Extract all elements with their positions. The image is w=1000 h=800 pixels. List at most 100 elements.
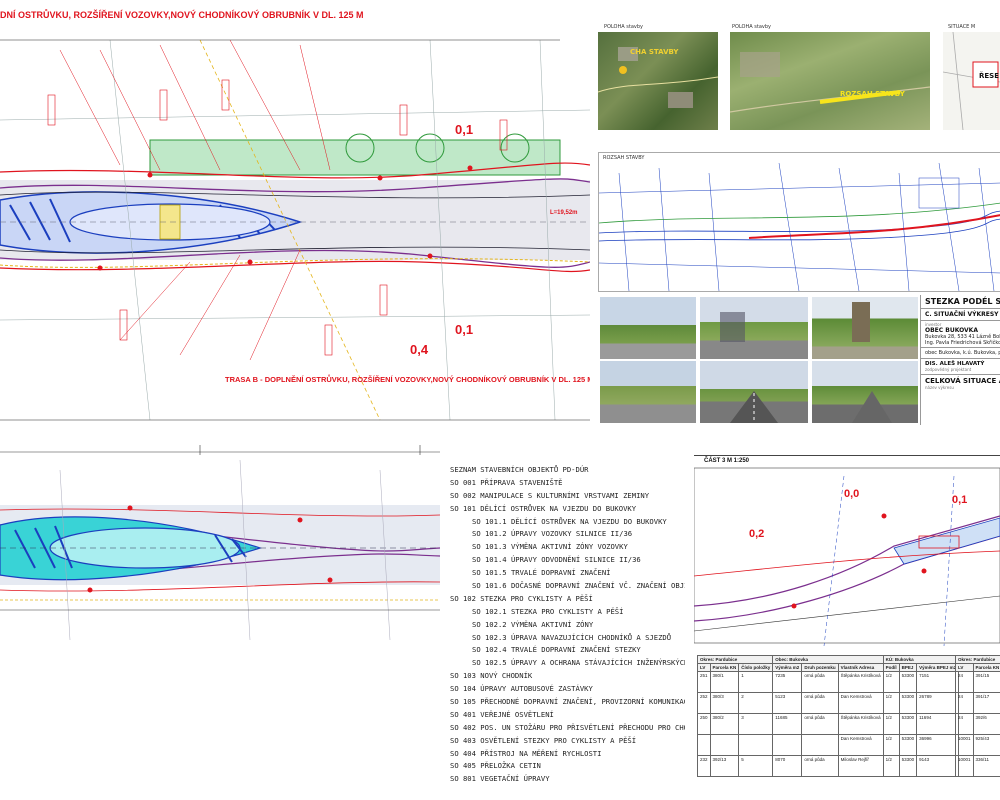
table-cell: [697, 734, 711, 756]
object-item: SO 101.2 ÚPRAVY VOZOVKY SILNICE II/36: [472, 529, 633, 539]
table-column-header: LV: [955, 663, 974, 672]
object-item: SO 401 VEŘEJNÉ OSVĚTLENÍ: [450, 709, 554, 719]
investor-block: investor OBEC BUKOVKA Bukovka 28, 533 41…: [921, 321, 1000, 348]
table-header-cell: Okres: Pardubice: [954, 655, 1000, 664]
location-row: obec Bukovka, k.ú. Bukovka, podél sil: [921, 348, 1000, 359]
plan-sheet-bottom: [0, 440, 440, 640]
photo-3: [812, 297, 918, 359]
table-cell: orná půda: [801, 755, 839, 777]
lane-line: [0, 246, 590, 254]
table-cell: 7151: [916, 671, 960, 693]
table-cell: Miloslav Rejfíř: [837, 755, 884, 777]
table-cell: [801, 734, 839, 756]
object-item: SO 102.3 ÚPRAVA NAVAZUJÍCÍCH CHODNÍKŮ A …: [472, 632, 672, 642]
table-column-header: Výměra BPEJ m2: [916, 663, 960, 672]
author-block: DIS. ALEŠ HLAVATÝ zodpovědný projektant: [921, 359, 1000, 375]
title-block: STEZKA PODÉL SIL. II/36 C. SITUAČNÍ VÝKR…: [920, 295, 1000, 425]
table-cell: 1/2: [882, 671, 900, 693]
plan-title-bottom: TRASA B - DOPLNĚNÍ OSTRŮVKU, ROZŠÍŘENÍ V…: [225, 375, 590, 384]
photo-5: [700, 361, 808, 423]
plan-sheet-part3: ČÁST 3 M 1:250 0,2 0,0 0,1: [694, 455, 1000, 646]
map-label-1: POLOHA stavby: [604, 24, 643, 30]
overview-label: ROZSAH STAVBY: [603, 155, 645, 161]
object-item: SO 102.1 STEZKA PRO CYKLISTY A PĚŠÍ: [472, 606, 624, 616]
table-column-header: BPEJ: [898, 663, 918, 672]
object-item: SO 102.4 TRVALÉ DOPRAVNÍ ZNAČENÍ STEZKY: [472, 645, 641, 655]
table-cell: [709, 734, 740, 756]
object-item: SO 403 OSVĚTLENÍ STEZKY PRO CYKLISTY A P…: [450, 735, 637, 745]
object-item: SO 102.5 ÚPRAVY A OCHRANA STÁVAJÍCÍCH IN…: [472, 658, 685, 668]
object-item: SO 101.6 DOČASNÉ DOPRAVNÍ ZNAČENÍ VČ. ZN…: [472, 581, 685, 591]
plan-value-2: 0,4: [410, 342, 429, 357]
survey-points: [97, 165, 473, 271]
table-header-cell: KÚ: Bukovka: [882, 655, 960, 664]
table-cell: 10001: [955, 755, 974, 777]
site-photos: [598, 295, 920, 425]
table-cell: Dan Kemstrová: [837, 734, 884, 756]
satellite-map-wide: CHA STAVBY: [598, 32, 718, 130]
table-cell: Štěpánka Kristíková: [837, 713, 884, 735]
lane-line: [0, 191, 590, 199]
table-cell: 53300: [898, 692, 918, 714]
part3-header: ČÁST 3 M 1:250: [704, 458, 750, 464]
table-column-header: LV: [697, 663, 711, 672]
object-item: SO 404 PŘÍSTROJ NA MĚŘENÍ RYCHLOSTI: [450, 748, 602, 758]
leader-lines: [59, 39, 331, 361]
map-text-1: CHA STAVBY: [630, 48, 679, 56]
plan-drawing-bottom: [0, 445, 440, 640]
table-cell: [772, 734, 803, 756]
table-cell: 252: [697, 692, 711, 714]
plan-sheet-top: DNÍ OSTRŮVKU, ROZŠÍŘENÍ VOZOVKY,NOVÝ CHO…: [0, 0, 590, 425]
investor-caption: investor: [925, 322, 942, 327]
plan-value-1: 0,1: [455, 122, 474, 137]
object-item: SO 001 PŘÍPRAVA STAVENIŠTĚ: [450, 477, 563, 487]
table-cell: 53300: [898, 755, 918, 777]
table-cell: [738, 734, 774, 756]
table-cell: 1/2: [882, 713, 900, 735]
object-item: SO 801 VEGETAČNÍ ÚPRAVY: [450, 774, 550, 784]
map-text-3: ŘESE: [979, 72, 999, 80]
table-cell: 232: [697, 755, 711, 777]
table-cell: 336/11: [972, 755, 1000, 777]
table-cell: 7235: [772, 671, 803, 693]
object-item: SO 104 ÚPRAVY AUTOBUSOVÉ ZASTÁVKY: [450, 684, 593, 694]
table-cell: 5123: [772, 692, 803, 714]
overview-map: ROZSAH STAVBY: [598, 152, 1000, 292]
photo-1: [600, 297, 696, 359]
table-cell: Dan Kemstrová: [837, 692, 884, 714]
object-item: SO 102 STEZKA PRO CYKLISTY A PĚŠÍ: [450, 593, 593, 603]
table-column-header: Výměra m2: [772, 663, 803, 672]
object-item: SO 402 POS. UN STOŽÁRU PRO PŘISVĚTLENÍ P…: [450, 722, 685, 732]
investor-name: OBEC BUKOVKA: [925, 327, 978, 334]
curb-line: [0, 260, 590, 273]
table-cell: 10001: [955, 734, 974, 756]
plan-drawing-top: [0, 39, 590, 421]
table-cell: 925/43: [972, 734, 1000, 756]
part3-value-1: 0,2: [749, 528, 765, 540]
overview-drawing: [599, 162, 1000, 291]
table-cell: 380/1: [709, 671, 740, 693]
object-item: SO 002 MANIPULACE S KULTURNÍMI VRSTVAMI …: [450, 490, 650, 500]
tree-symbol: [415, 133, 445, 163]
boundary-line: [199, 39, 381, 421]
table-cell: 380/3: [709, 692, 740, 714]
map-label-3: SITUACE M: [948, 24, 976, 30]
photo-6: [812, 361, 918, 423]
author-caption: zodpovědný projektant: [925, 367, 972, 372]
table-cell: Štěpánka Kristíková: [837, 671, 884, 693]
table-cell: 1: [738, 671, 774, 693]
engineer-name: Ing. Pavla Friedrichová Skřičková - st: [925, 340, 1000, 346]
table-header-cell: Obec: Bukovka: [772, 655, 884, 664]
object-item: SO 101.5 TRVALÉ DOPRAVNÍ ZNAČENÍ: [472, 568, 611, 578]
station-labels: [47, 79, 508, 356]
objects-list-items: SO 001 PŘÍPRAVA STAVENIŠTĚ SO 002 MANIPUL…: [450, 478, 685, 787]
table-cell: orná půda: [801, 713, 839, 735]
